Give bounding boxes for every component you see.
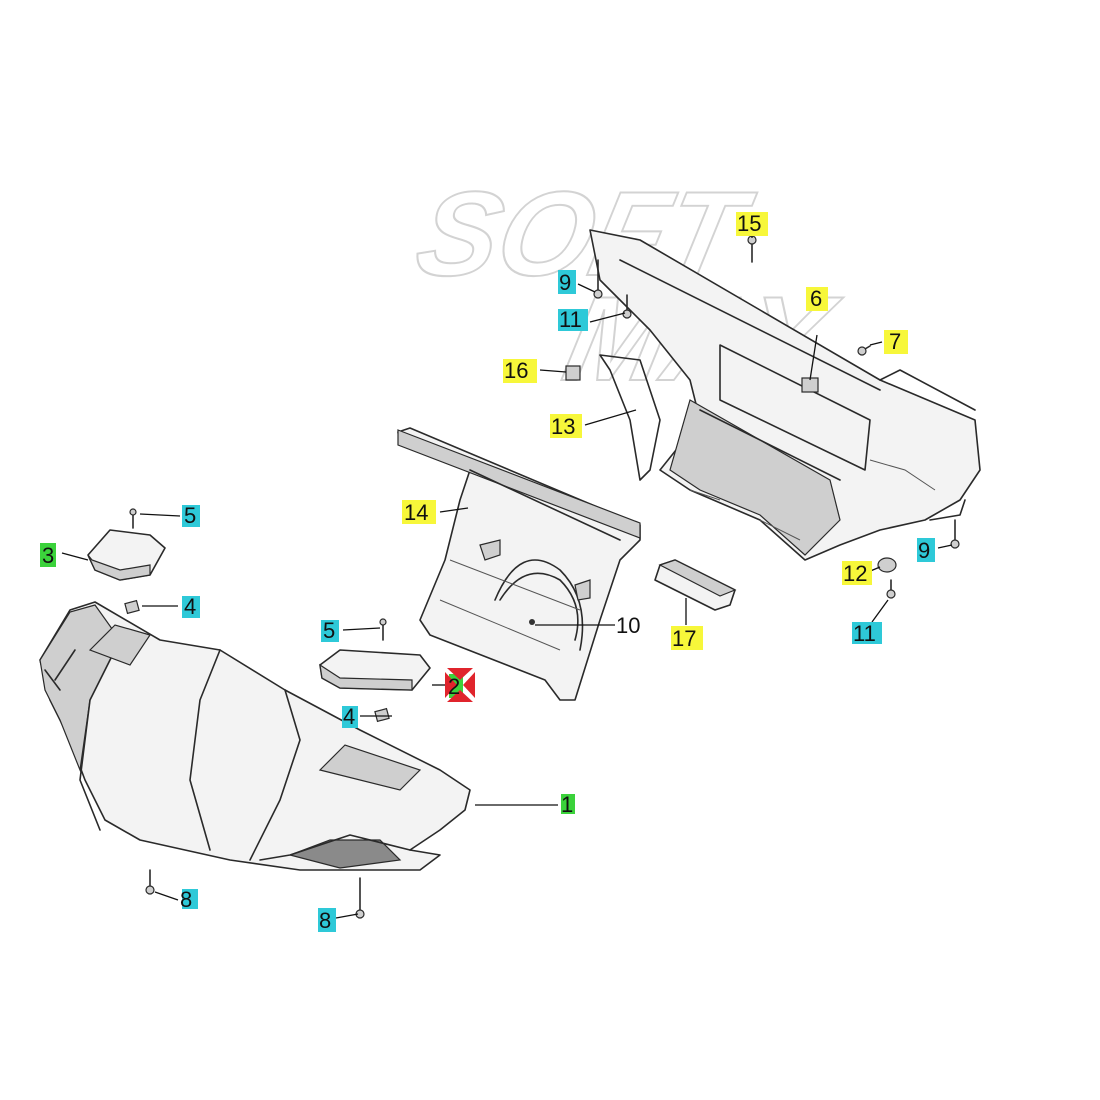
label-highlights (40, 212, 935, 932)
hl-l1 (561, 794, 575, 814)
main-cowl-part-1[interactable] (39, 601, 471, 871)
hl-l4b (342, 706, 358, 728)
lid-part-3[interactable] (87, 529, 166, 581)
clip-part-4-right[interactable] (374, 707, 390, 723)
hl-l5a (182, 505, 200, 527)
label-part-5-left[interactable]: 5 (184, 503, 196, 528)
hl-l17 (671, 626, 703, 650)
label-part-16[interactable]: 16 (504, 358, 528, 383)
label-part-10[interactable]: 10 (616, 613, 640, 638)
label-part-4-right[interactable]: 4 (343, 704, 355, 729)
label-part-8-right[interactable]: 8 (319, 908, 331, 933)
label-part-13[interactable]: 13 (551, 414, 575, 439)
label-part-11-top[interactable]: 11 (559, 307, 582, 332)
label-part-8-left[interactable]: 8 (180, 887, 192, 912)
nut-part-16[interactable] (565, 365, 581, 381)
hl-l11a (558, 309, 588, 331)
rear-panel-part-13[interactable] (565, 229, 981, 561)
hl-l8a (182, 889, 198, 909)
label-part-3[interactable]: 3 (42, 543, 54, 568)
hl-l3 (40, 543, 56, 567)
hl-l9a (558, 270, 576, 294)
hl-l13 (550, 414, 582, 438)
hl-l15 (736, 212, 768, 236)
label-part-9-right[interactable]: 9 (918, 538, 930, 563)
leader-lines (61, 230, 953, 919)
channel-part-17[interactable] (654, 559, 737, 611)
label-part-1[interactable]: 1 (561, 792, 573, 817)
hl-l11b (852, 622, 882, 644)
hl-l6 (806, 287, 828, 311)
hl-l12 (842, 561, 872, 585)
label-part-2[interactable]: 2 (448, 674, 460, 699)
label-part-5-right[interactable]: 5 (323, 618, 335, 643)
label-part-11-right[interactable]: 11 (853, 621, 876, 646)
label-part-7[interactable]: 7 (889, 329, 901, 354)
hl-l4a (182, 596, 200, 618)
label-part-15[interactable]: 15 (737, 211, 761, 236)
hl-l16 (503, 359, 537, 383)
hl-l5b (321, 620, 339, 642)
hl-l14 (402, 500, 436, 524)
label-part-6[interactable]: 6 (810, 286, 822, 311)
hl-l7 (884, 330, 908, 354)
grommet-part-12[interactable] (877, 557, 897, 573)
selection-marker[interactable] (445, 668, 475, 702)
label-part-14[interactable]: 14 (404, 500, 428, 525)
label-part-4-left[interactable]: 4 (184, 594, 196, 619)
hl-l8b (318, 908, 336, 932)
hl-l9b (917, 538, 935, 562)
label-part-17[interactable]: 17 (672, 626, 696, 651)
part-labels: 1 2 3 4 4 5 5 6 7 8 8 9 9 10 11 11 12 13… (42, 211, 930, 933)
clip-part-4-left[interactable] (124, 599, 140, 615)
lid-part-2[interactable] (319, 649, 431, 691)
label-part-12[interactable]: 12 (843, 561, 867, 586)
label-part-9-top[interactable]: 9 (559, 270, 571, 295)
inner-panel-part-14[interactable] (397, 427, 641, 701)
screws (129, 235, 960, 919)
clip-part-6[interactable] (801, 377, 819, 393)
